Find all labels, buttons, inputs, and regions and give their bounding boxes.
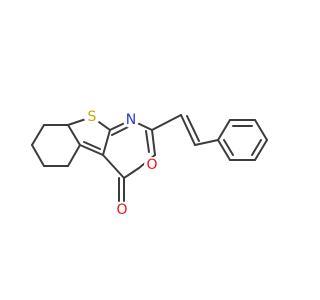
bond bbox=[111, 125, 131, 136]
bond bbox=[31, 144, 45, 167]
bond bbox=[180, 114, 196, 146]
atom-label-layer: S N O O bbox=[84, 109, 160, 218]
bond bbox=[102, 154, 125, 179]
bond bbox=[145, 130, 150, 153]
bond bbox=[102, 129, 111, 156]
bond bbox=[223, 139, 234, 156]
atom-label-background bbox=[84, 109, 100, 125]
bond bbox=[151, 129, 156, 156]
bond bbox=[67, 144, 81, 167]
bond bbox=[251, 139, 262, 156]
atom-label-background bbox=[123, 112, 139, 128]
nitrogen-atom-label: N bbox=[126, 112, 136, 128]
bond bbox=[31, 124, 45, 146]
bond bbox=[79, 144, 104, 156]
bond bbox=[194, 139, 219, 146]
bond bbox=[217, 139, 231, 161]
bond bbox=[123, 167, 140, 179]
bond bbox=[83, 141, 101, 150]
bond bbox=[254, 139, 268, 161]
atom-label-background bbox=[114, 202, 130, 218]
bond bbox=[67, 124, 81, 146]
carbonyl-oxygen-atom-label: O bbox=[116, 202, 127, 218]
ring-oxygen-atom-label: O bbox=[146, 157, 157, 173]
bond bbox=[217, 119, 231, 141]
chemical-structure: S N O O bbox=[31, 109, 268, 218]
bond bbox=[254, 119, 268, 141]
bond-layer bbox=[31, 114, 268, 202]
bond bbox=[151, 114, 182, 131]
bond bbox=[186, 115, 200, 142]
atom-label-background bbox=[144, 157, 160, 173]
sulfur-atom-label: S bbox=[88, 109, 97, 125]
